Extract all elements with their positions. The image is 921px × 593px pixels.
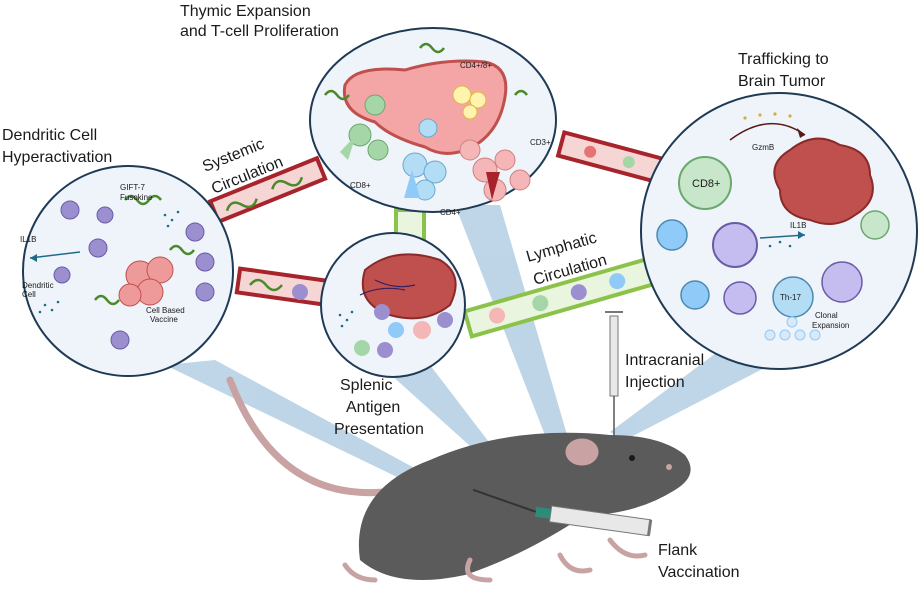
dendritic-cell: [195, 282, 215, 302]
mouse-body: [358, 432, 691, 580]
splenic-label-line3: Presentation: [334, 421, 424, 438]
dendritic-cell: [195, 252, 215, 272]
mouse-nose: [666, 464, 672, 470]
cd8-label: CD8+: [692, 178, 720, 190]
dendritic-label-line2: Hyperactivation: [2, 149, 112, 166]
tumor-panel: GzmB CD8+ IL1B Th-17 Clonal Expansion: [640, 92, 918, 370]
thymus-panel: CD4+/8+ CD3+ CD8+ CD4+: [309, 27, 557, 217]
dc-spleen-vessel: [234, 266, 334, 308]
cd8-arrow: [340, 135, 356, 160]
t-cell: [860, 210, 890, 240]
clonal-label-line2: Expansion: [812, 321, 849, 330]
gift-label-line1: GIFT-7: [120, 183, 145, 192]
dendritic-panel: GIFT-7 Fusokine IL1B Dendritic Cell Cell…: [20, 165, 234, 377]
intracranial-label-line2: Injection: [625, 374, 685, 391]
syringe-intracranial: [605, 311, 623, 438]
cone-dendritic: [165, 360, 470, 505]
spleen-panel: [320, 232, 466, 378]
mouse-eye: [629, 455, 635, 461]
dendritic-cell: [96, 206, 114, 224]
cd3-arrow: [486, 172, 500, 200]
clonal-label-line1: Clonal: [815, 311, 838, 320]
dendritic-label-line1: Dendritic Cell: [2, 127, 97, 144]
dendritic-cell: [712, 222, 758, 268]
mouse: [226, 376, 691, 583]
vaccine-label-line1: Cell Based: [146, 306, 185, 315]
dendritic-cell: [60, 200, 80, 220]
dendritic-cell: [821, 261, 863, 303]
cone-spleen: [380, 365, 495, 455]
cd8-label: CD8+: [350, 181, 371, 190]
thymic-label-line1: Thymic Expansion: [180, 3, 311, 20]
thymus-organ: [342, 59, 508, 155]
syringe-flank: [472, 488, 653, 537]
cd8-tcell: [678, 156, 732, 210]
flank-label-line2: Vaccination: [658, 564, 740, 581]
splenic-label-line2: Antigen: [346, 399, 400, 416]
gift-label-line2: Fusokine: [120, 193, 153, 202]
mouse-legs: [342, 537, 648, 583]
il1b-arrow: [759, 234, 806, 239]
cd48-label: CD4+/8+: [460, 61, 492, 70]
dendritic-cell-label-line1: Dendritic: [22, 281, 54, 290]
brain-tumor: [773, 137, 874, 225]
dendritic-cell: [723, 281, 757, 315]
t-cell: [680, 280, 710, 310]
il1b-label: IL1B: [20, 235, 36, 244]
cd4-label: CD4+: [440, 208, 461, 217]
thymic-label-line2: and T-cell Proliferation: [180, 23, 339, 40]
trafficking-label-line2: Brain Tumor: [738, 73, 826, 90]
trafficking-label-line1: Trafficking to: [738, 51, 829, 68]
dendritic-cell: [110, 330, 130, 350]
mouse-ear: [562, 435, 602, 469]
dendritic-cell: [53, 266, 71, 284]
il1b-arrow: [29, 251, 81, 259]
cell-based-vaccine: [118, 256, 174, 307]
mouse-tail: [226, 376, 404, 497]
il1b-label: IL1B: [790, 221, 806, 230]
th17-label: Th-17: [780, 293, 801, 302]
dendritic-cell-label-line2: Cell: [22, 290, 36, 299]
dendritic-cell: [88, 238, 108, 258]
flank-label-line1: Flank: [658, 542, 698, 559]
cone-tumor: [610, 350, 780, 440]
vaccine-label-line2: Vaccine: [150, 315, 178, 324]
dendritic-cell: [185, 222, 205, 242]
t-cell: [656, 219, 688, 251]
cd4-arrow: [404, 170, 420, 198]
cd3-label: CD3+: [530, 138, 551, 147]
gzmb-label: GzmB: [752, 143, 774, 152]
intracranial-label-line1: Intracranial: [625, 352, 704, 369]
splenic-label-line1: Splenic: [340, 377, 392, 394]
